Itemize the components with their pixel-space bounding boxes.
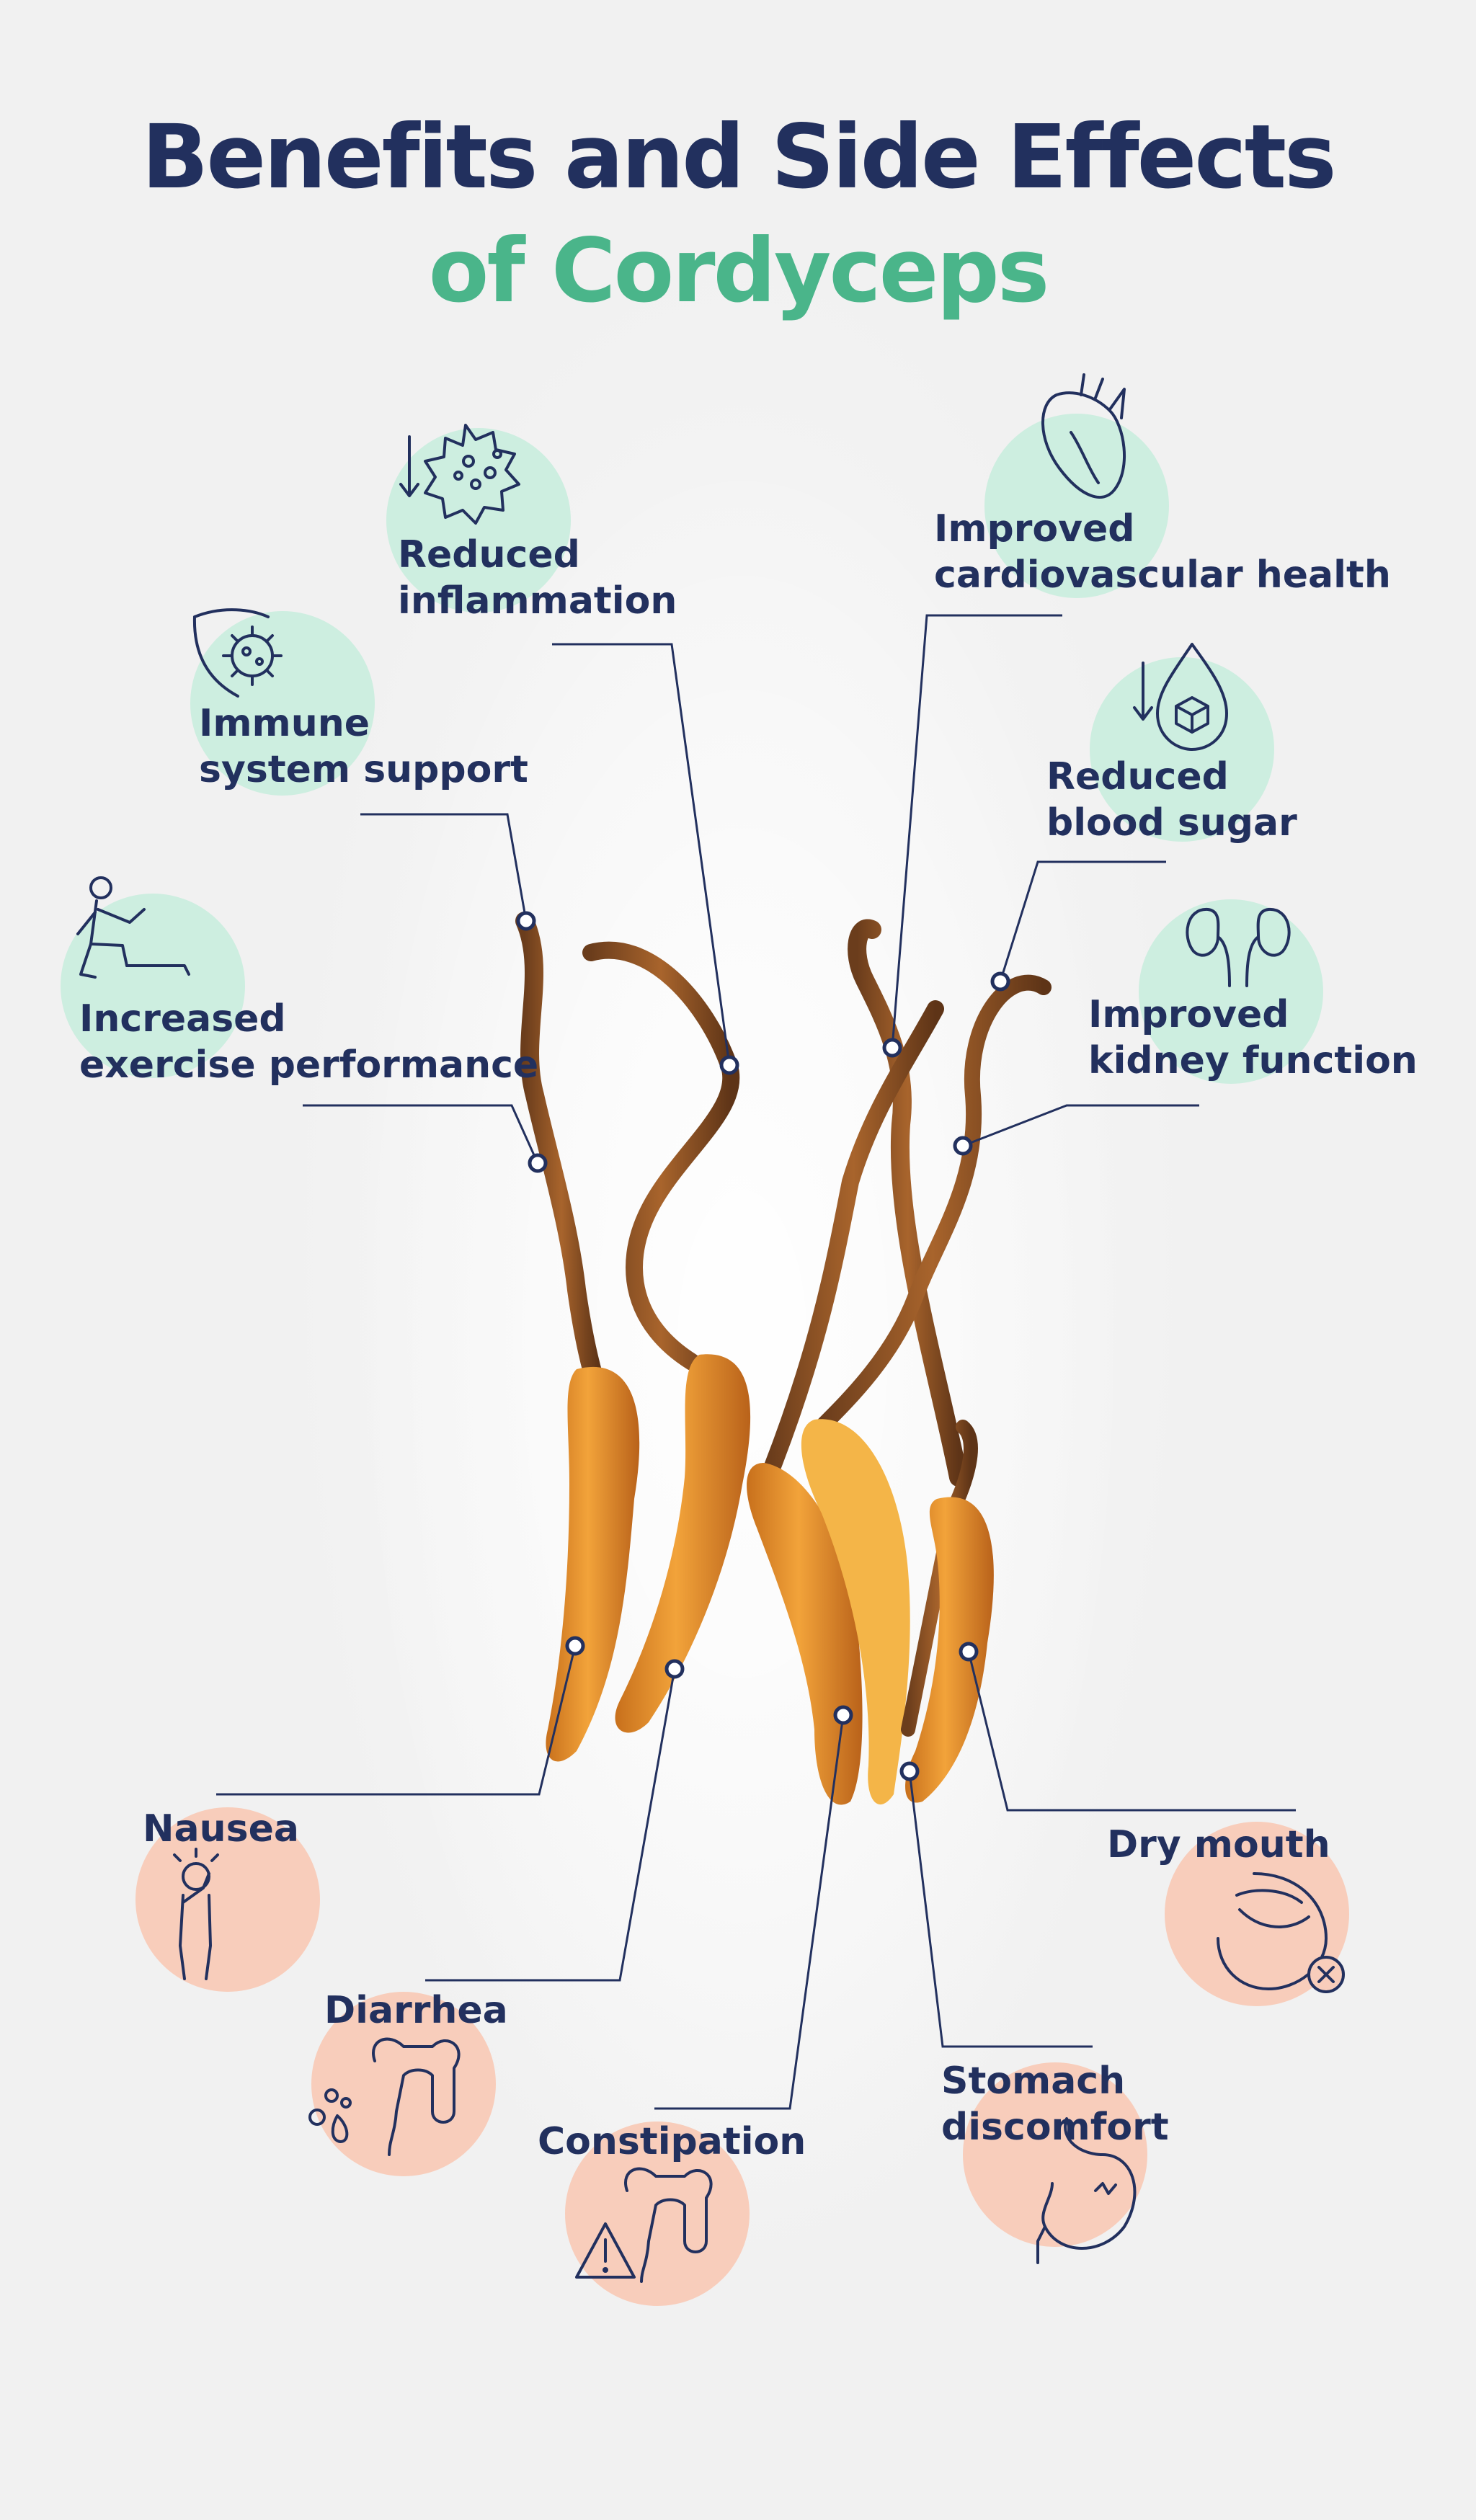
side-circle-stomach (963, 2062, 1147, 2247)
side-effect-label-line: Dry mouth (1107, 1823, 1330, 1866)
benefit-label-line: blood sugar (1046, 801, 1297, 845)
side-circle-dry-mouth (1165, 1822, 1349, 2006)
stem-3 (848, 919, 968, 1487)
side-effect-label-line: Nausea (143, 1807, 299, 1851)
benefit-label-line: Reduced (1046, 755, 1229, 798)
benefit-label-line: kidney function (1088, 1039, 1418, 1082)
marker-dots (516, 911, 1010, 1781)
benefit-label-exercise: Increased exercise performance (79, 996, 538, 1088)
benefit-circle-exercise (61, 894, 245, 1078)
body-1 (546, 1366, 640, 1762)
stem-4 (763, 1000, 944, 1479)
photo-backdrop (353, 440, 1132, 2241)
side-circle-constipation (565, 2121, 750, 2306)
side-effect-label-nausea: Nausea (143, 1806, 299, 1852)
side-effect-label-constipation: Constipation (538, 2119, 806, 2165)
benefit-label-line: inflammation (398, 579, 677, 623)
intestine-warning-icon (575, 2167, 713, 2283)
stem-1 (515, 912, 608, 1400)
benefit-circle-immune (190, 611, 375, 796)
body-4 (747, 1463, 863, 1805)
page-title: Benefits and Side Effects (141, 106, 1336, 208)
benefit-label-line: system support (199, 748, 528, 791)
benefit-label-line: Reduced (398, 533, 580, 576)
heart-icon (1041, 373, 1126, 499)
benefit-circle-kidney (1139, 899, 1323, 1084)
body-5 (801, 1419, 910, 1805)
body-6 (905, 1497, 994, 1803)
stem-2 (582, 941, 740, 1371)
runner-icon (76, 876, 190, 979)
benefit-label-sugar: Reduced blood sugar (1046, 754, 1297, 846)
benefit-label-line: cardiovascular health (934, 553, 1391, 597)
stem-5 (814, 974, 1052, 1435)
side-effect-leader-lines (216, 1645, 1296, 2110)
page-subtitle: of Cordyceps (428, 220, 1050, 322)
side-effect-label-line: Constipation (538, 2120, 806, 2163)
dry-mouth-icon (1217, 1872, 1345, 1993)
sugar-drop-icon (1133, 643, 1228, 751)
virus-shield-icon (192, 608, 283, 698)
cordyceps-photo (515, 912, 1052, 1805)
body-2 (615, 1354, 751, 1733)
side-effect-label-line: discomfort (941, 2106, 1169, 2149)
kidneys-icon (1186, 907, 1291, 987)
benefit-label-line: Improved (934, 507, 1135, 551)
nausea-person-icon (173, 1848, 219, 1980)
side-effect-circles (135, 1807, 1349, 2306)
benefit-label-line: Improved (1088, 993, 1289, 1036)
intestine-drops-icon (308, 2037, 461, 2156)
side-effect-label-line: Diarrhea (324, 1989, 508, 2032)
benefit-label-inflammation: Reduced inflammation (398, 532, 677, 624)
benefit-label-immune: Immune system support (199, 700, 528, 793)
benefit-label-line: Increased (79, 997, 286, 1041)
side-effect-label-diarrhea: Diarrhea (324, 1987, 508, 2034)
side-circle-diarrhea (311, 1992, 496, 2176)
side-effect-label-dry-mouth: Dry mouth (1107, 1822, 1330, 1868)
stomach-icon (1036, 2117, 1137, 2264)
benefit-label-kidney: Improved kidney function (1088, 992, 1418, 1084)
benefit-label-line: exercise performance (79, 1043, 539, 1087)
inflammation-cell-icon (399, 424, 520, 525)
benefit-label-line: Immune (199, 702, 370, 745)
benefit-leader-lines (303, 614, 1199, 1164)
side-effect-label-line: Stomach (941, 2060, 1126, 2103)
benefit-label-cardio: Improved cardiovascular health (934, 506, 1391, 598)
side-effect-label-stomach: Stomach discomfort (941, 2058, 1169, 2150)
